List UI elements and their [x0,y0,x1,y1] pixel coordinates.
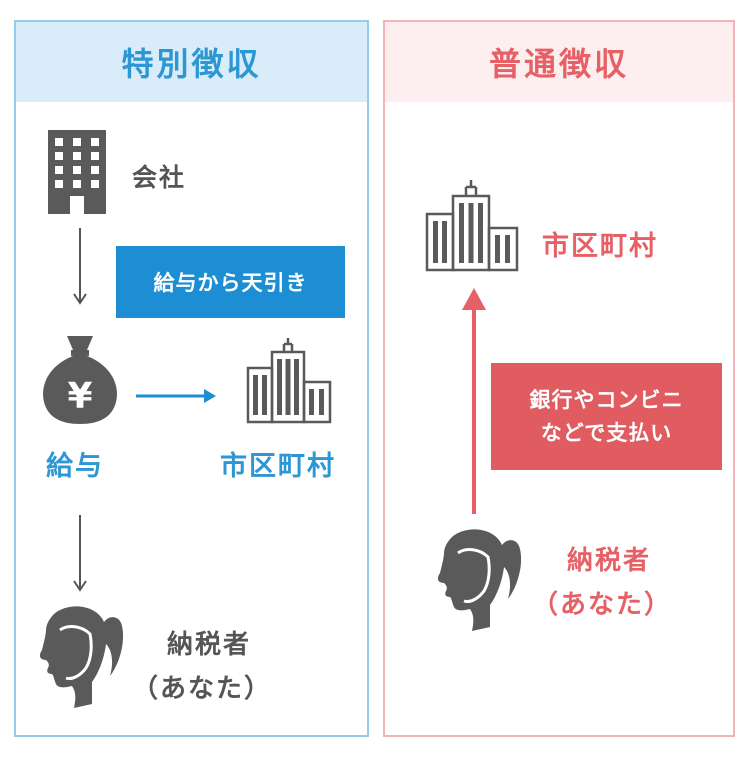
ordinary-collection-title: 普通徴収 [385,22,733,102]
payment-tag-line2: などで支払い [540,420,673,445]
salary-label: 給与 [46,451,104,482]
yen-symbol: ¥ [67,376,92,417]
special-collection-title: 特別徴収 [16,22,367,102]
down-arrow-1 [73,228,87,305]
city-buildings-icon [425,180,519,272]
taxpayer-label-right-line1: 納税者 [567,546,652,576]
deduction-tag: 給与から天引き [116,246,345,318]
taxpayer-label-left-line1: 納税者 [167,630,252,660]
right-arrow-blue [136,389,216,403]
office-building-icon [48,130,106,214]
taxpayer-label-left-line2: （あなた） [132,674,273,704]
city-buildings-icon [246,338,332,424]
company-label: 会社 [132,163,187,192]
payment-tag: 銀行やコンビニ などで支払い [491,363,722,470]
payment-tag-line1: 銀行やコンビニ [529,387,684,412]
woman-profile-icon [437,529,522,631]
municipality-label-left: 市区町村 [220,451,336,482]
down-arrow-2 [73,515,87,592]
taxpayer-label-right-line2: （あなた） [532,590,673,620]
municipality-label-right: 市区町村 [542,231,658,262]
up-arrow-red [462,288,486,514]
money-bag-icon: ¥ [43,336,117,424]
woman-profile-icon [39,606,124,708]
